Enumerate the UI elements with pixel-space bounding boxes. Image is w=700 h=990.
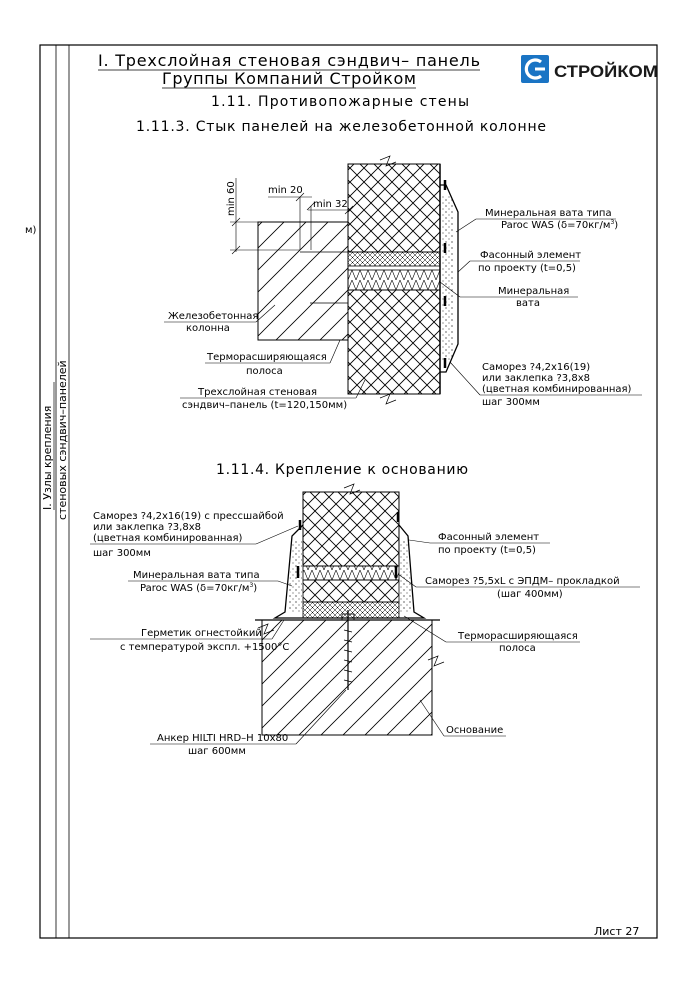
label-wool-2: вата xyxy=(516,298,540,309)
side-stamp-line2: стеновых сэндвич–панелей xyxy=(56,360,69,520)
dim-min32: min 32 xyxy=(313,199,348,210)
stroykom-logo: СТРОЙКОМ xyxy=(521,55,658,83)
label-strip-1: Терморасширяющаяся xyxy=(206,352,327,363)
label-wool-1: Минеральная xyxy=(498,286,569,297)
panel-wool-layer-2 xyxy=(302,579,400,603)
labels-left: Железобетонная колонна Терморасширяющаяс… xyxy=(164,304,366,411)
label-was-1: Минеральная вата типа xyxy=(485,208,612,219)
joint-mineral-wool xyxy=(347,251,441,267)
label-screw-1: Саморез ?4,2х16(19) с прессшайбой xyxy=(93,511,284,522)
label-panel-1: Трехслойная стеновая xyxy=(197,387,317,398)
label-screw-1: Саморез ?4,2х16(19) xyxy=(482,362,590,373)
labels-right: Минеральная вата типа Paroc WAS (δ=70кг/… xyxy=(439,208,642,408)
labels-right: Фасонный элемент по проекту (t=0,5) Само… xyxy=(397,532,640,737)
bottom-strip xyxy=(302,601,400,619)
label-shaped-2: по проекту (t=0,5) xyxy=(438,545,536,556)
label-shaped-1: Фасонный элемент xyxy=(480,250,581,261)
joint-mineral-wool-2 xyxy=(347,269,441,291)
label-screw-4: шаг 300мм xyxy=(482,397,540,408)
section-title: 1.11. Противопожарные стены xyxy=(211,94,469,110)
detail-1-title: 1.11.3. Стык панелей на железобетонной к… xyxy=(136,119,546,135)
label-screw-2: или заклепка ?3,8х8 xyxy=(93,522,201,533)
sandwich-panel-lower xyxy=(347,289,441,395)
label-screw-3: (цветная комбинированная) xyxy=(93,533,243,544)
sheet-frame xyxy=(39,44,658,939)
label-shaped-2: по проекту (t=0,5) xyxy=(478,263,576,274)
label-strip-2: полоса xyxy=(499,643,536,654)
label-screw-b-1: Саморез ?5,5xL с ЭПДМ– прокладкой xyxy=(425,576,620,587)
label-strip-1: Терморасширяющаяся xyxy=(457,631,578,642)
concrete-base xyxy=(261,619,433,736)
label-column-1: Железобетонная xyxy=(168,311,258,322)
label-anchor-1: Анкер HILTI HRD–H 10х80 xyxy=(157,733,288,744)
dimensions xyxy=(230,178,354,255)
label-base: Основание xyxy=(446,725,503,736)
screws xyxy=(296,512,400,578)
label-screw-2: или заклепка ?3,8х8 xyxy=(482,373,590,384)
label-panel-2: сэндвич–панель (t=120,150мм) xyxy=(182,400,347,411)
label-screw-3: (цветная комбинированная) xyxy=(482,384,632,395)
shaped-element xyxy=(272,524,427,619)
sandwich-panel xyxy=(302,491,400,567)
label-anchor-2: шаг 600мм xyxy=(188,746,246,757)
label-shaped-1: Фасонный элемент xyxy=(438,532,539,543)
label-sealant-2: с температурой экспл. +1500°С xyxy=(120,642,289,653)
header: I. Трехслойная стеновая сэндвич– панель … xyxy=(98,51,658,110)
dim-min60: min 60 xyxy=(226,181,237,216)
concrete-column xyxy=(257,221,349,341)
title-line2: Группы Компаний Стройком xyxy=(162,69,416,88)
label-was-2: Paroc WAS (δ=70кг/м3) xyxy=(501,219,618,231)
label-strip-2: полоса xyxy=(246,366,283,377)
detail-2: 1.11.4. Крепление к основанию xyxy=(90,462,640,757)
label-was-1: Минеральная вата типа xyxy=(133,570,260,581)
detail-2-title: 1.11.4. Крепление к основанию xyxy=(216,462,468,478)
logo-text: СТРОЙКОМ xyxy=(554,62,658,81)
label-was-2: Paroc WAS (δ=70кг/м3) xyxy=(140,582,257,594)
was-wool xyxy=(442,196,454,360)
dim-min20: min 20 xyxy=(268,185,303,196)
sheet-number: Лист 27 xyxy=(594,925,639,938)
side-stamp-line1: I. Узлы крепления xyxy=(41,406,54,510)
label-screw-b-2: (шаг 400мм) xyxy=(497,589,563,600)
labels-left: Саморез ?4,2х16(19) с прессшайбой или за… xyxy=(90,511,347,757)
detail-1: 1.11.3. Стык панелей на железобетонной к… xyxy=(136,119,642,411)
title-line1: I. Трехслойная стеновая сэндвич– панель xyxy=(98,51,480,70)
edge-mark: м) xyxy=(25,225,37,236)
sandwich-panel-upper xyxy=(347,163,441,253)
label-sealant-1: Герметик огнестойкий xyxy=(141,628,262,639)
label-screw-4: шаг 300мм xyxy=(93,548,151,559)
label-column-2: колонна xyxy=(186,323,230,334)
panel-wool-layer xyxy=(302,565,400,581)
anchor xyxy=(341,610,355,690)
side-stamp: I. Узлы крепления стеновых сэндвич–панел… xyxy=(25,225,69,520)
